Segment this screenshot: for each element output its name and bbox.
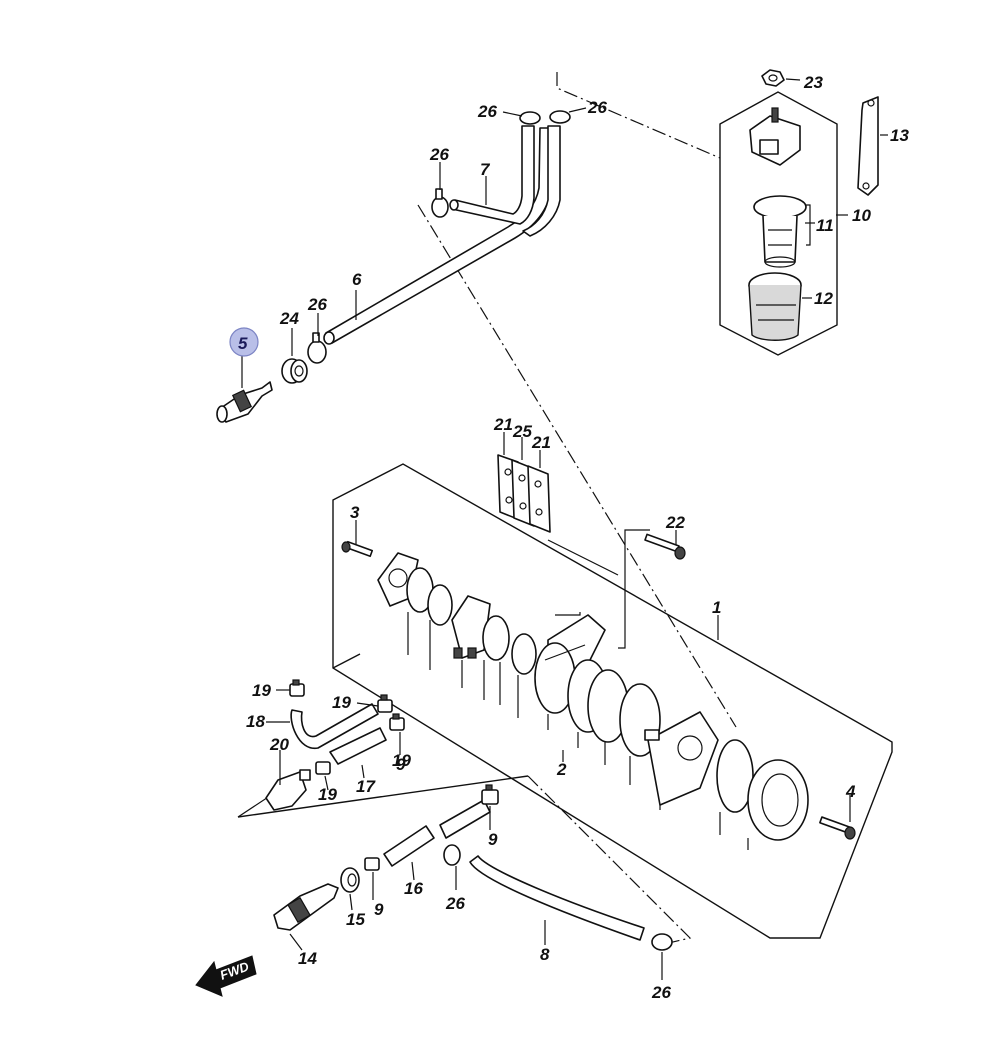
callout-3[interactable]: 3 xyxy=(350,503,360,522)
dash-line-pipe-to-pump xyxy=(417,204,737,728)
callout-19-b[interactable]: 19 xyxy=(332,693,351,712)
clamp-26-lower-b[interactable] xyxy=(651,933,673,951)
fuel-strainer-frame xyxy=(719,91,838,356)
callout-19-a[interactable]: 19 xyxy=(252,681,271,700)
callout-20[interactable]: 20 xyxy=(269,735,289,754)
callout-19-d[interactable]: 19 xyxy=(392,751,411,770)
callout-1[interactable]: 1 xyxy=(712,598,721,617)
hose-16b[interactable] xyxy=(439,799,491,839)
hose-18[interactable] xyxy=(290,703,379,749)
clamp-19-a[interactable] xyxy=(289,679,305,697)
callout-23[interactable]: 23 xyxy=(803,73,823,92)
clamp-9-a[interactable] xyxy=(364,857,380,871)
callout-19-c[interactable]: 19 xyxy=(318,785,337,804)
callout-24[interactable]: 24 xyxy=(279,309,299,328)
callout-14[interactable]: 14 xyxy=(298,949,317,968)
dash-line-22 xyxy=(618,529,650,649)
fitting-5[interactable] xyxy=(216,381,273,423)
callout-labels: 1 2 3 4 5 6 7 8 9 9 9 10 11 12 13 14 15 … xyxy=(238,73,909,1002)
plate-b[interactable] xyxy=(427,584,453,626)
callout-18[interactable]: 18 xyxy=(246,712,265,731)
bolt-22[interactable] xyxy=(644,533,686,560)
clamp-19-d[interactable] xyxy=(315,761,331,775)
callout-21-a[interactable]: 21 xyxy=(493,415,513,434)
clamp-19-c[interactable] xyxy=(389,713,405,731)
clamp-9-b[interactable] xyxy=(481,784,499,805)
selected-callout-highlight xyxy=(229,327,259,357)
nut-15[interactable] xyxy=(340,867,360,893)
callout-leaders xyxy=(241,78,888,822)
dash-line-21 xyxy=(547,539,619,576)
fitting-20[interactable] xyxy=(265,769,311,811)
fwd-direction-badge: FWD xyxy=(195,955,257,997)
callout-15[interactable]: 15 xyxy=(346,910,365,929)
pump-assembly-frame xyxy=(332,463,893,939)
clamp-26-pipe-7[interactable] xyxy=(431,188,449,218)
callout-9-c[interactable]: 9 xyxy=(396,755,406,774)
pump-body-lower[interactable] xyxy=(644,711,719,806)
callout-2[interactable]: 2 xyxy=(556,760,567,779)
callout-7[interactable]: 7 xyxy=(480,160,491,179)
callout-5[interactable]: 5 xyxy=(238,334,248,353)
clamp-26-pipe-6[interactable] xyxy=(307,332,327,364)
bolt-3[interactable] xyxy=(341,540,374,558)
callout-13[interactable]: 13 xyxy=(890,126,909,145)
hose-16[interactable] xyxy=(383,825,435,867)
callout-26-e[interactable]: 26 xyxy=(445,894,465,913)
callout-26-b[interactable]: 26 xyxy=(587,98,607,117)
hose-8[interactable] xyxy=(469,855,645,941)
dash-line-strainer xyxy=(556,72,721,159)
callout-22[interactable]: 22 xyxy=(665,513,685,532)
callout-9-b[interactable]: 9 xyxy=(488,830,498,849)
callout-26-c[interactable]: 26 xyxy=(429,145,449,164)
clamp-26-top-left[interactable] xyxy=(519,111,541,125)
callout-25[interactable]: 25 xyxy=(512,422,532,441)
lower-leaders xyxy=(289,806,663,980)
hose-17[interactable] xyxy=(329,727,387,765)
callout-17[interactable]: 17 xyxy=(356,777,376,796)
fitting-14[interactable] xyxy=(273,883,339,931)
clamp-26-lower-a[interactable] xyxy=(443,844,461,866)
nut-24[interactable] xyxy=(281,358,308,384)
callout-12[interactable]: 12 xyxy=(814,289,833,308)
plate-e[interactable] xyxy=(716,739,754,813)
plate-c[interactable] xyxy=(482,615,510,661)
callout-21-b[interactable]: 21 xyxy=(531,433,551,452)
callout-26-d[interactable]: 26 xyxy=(307,295,327,314)
strainer-filter-12[interactable] xyxy=(748,272,802,341)
pipe-7[interactable] xyxy=(449,125,561,237)
bracket-13[interactable] xyxy=(857,96,879,196)
bolt-4[interactable] xyxy=(819,816,856,840)
strainer-cap[interactable] xyxy=(749,107,801,166)
pump-base[interactable] xyxy=(747,759,809,841)
assembly-leaders xyxy=(407,612,749,850)
callout-10[interactable]: 10 xyxy=(852,206,871,225)
plate-d[interactable] xyxy=(511,633,537,675)
callout-4[interactable]: 4 xyxy=(845,782,856,801)
callout-8[interactable]: 8 xyxy=(540,945,550,964)
nut-23[interactable] xyxy=(761,69,785,87)
callout-9-a[interactable]: 9 xyxy=(374,900,384,919)
callout-26-f[interactable]: 26 xyxy=(651,983,671,1002)
callout-16[interactable]: 16 xyxy=(404,879,423,898)
callout-26-a[interactable]: 26 xyxy=(477,102,497,121)
clamp-26-top-right[interactable] xyxy=(549,110,571,124)
callout-6[interactable]: 6 xyxy=(352,270,362,289)
strainer-bowl-11[interactable] xyxy=(753,195,807,268)
gasket-21-b[interactable] xyxy=(527,465,551,533)
callout-11[interactable]: 11 xyxy=(816,216,834,235)
